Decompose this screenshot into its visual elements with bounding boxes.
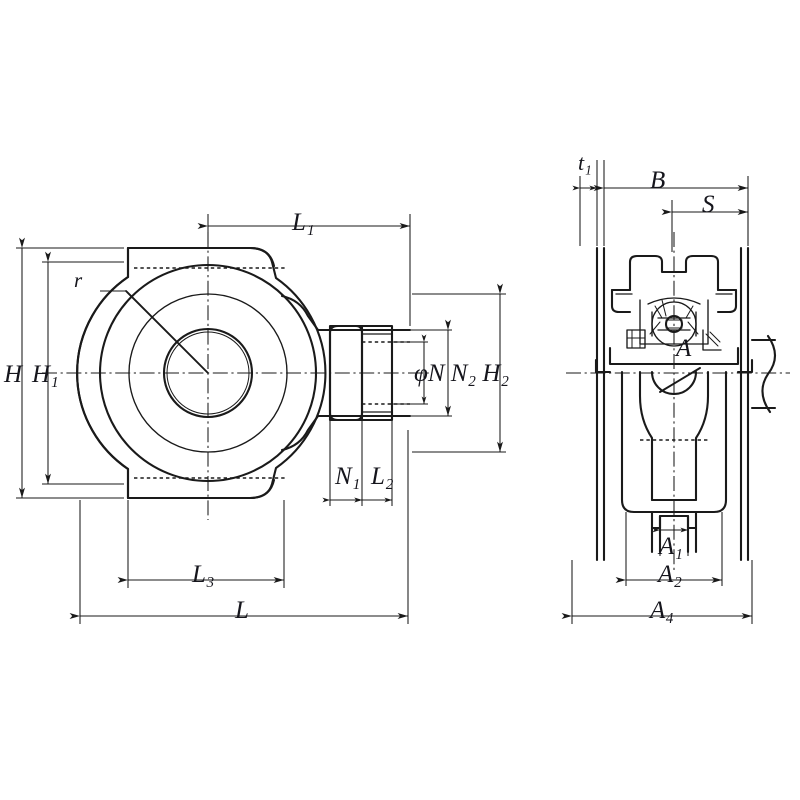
left-view-centerlines bbox=[42, 232, 430, 520]
dim-label-H: H bbox=[4, 361, 23, 388]
housing-flats bbox=[126, 246, 286, 500]
right-view-dimensions bbox=[561, 160, 753, 624]
right-view-centerlines bbox=[566, 232, 790, 570]
radius-leader bbox=[100, 290, 209, 374]
dim-label-A1: A₁ bbox=[659, 533, 683, 560]
dim-label-r: r bbox=[74, 268, 83, 292]
dim-label-L1: L₁ bbox=[292, 209, 315, 236]
left-view-dimensions bbox=[16, 214, 506, 624]
right-view-section bbox=[566, 232, 790, 570]
dim-label-A4: A₄ bbox=[650, 597, 674, 624]
set-screw-detail bbox=[626, 329, 722, 351]
dim-label-phiNN2H2: φN N₂ H₂ bbox=[414, 360, 510, 387]
dim-label-L: L bbox=[235, 597, 249, 624]
dim-label-S: S bbox=[702, 191, 715, 218]
housing-body bbox=[610, 254, 738, 314]
dim-label-L3: L₃ bbox=[192, 561, 215, 588]
dim-label-N1: N₁ bbox=[335, 463, 361, 490]
section-callout-leader bbox=[659, 367, 701, 393]
dim-label-H1: H₁ bbox=[32, 361, 59, 388]
dim-label-t1: t₁ bbox=[578, 150, 592, 175]
dim-label-A2: A₂ bbox=[658, 561, 682, 588]
dim-label-B: B bbox=[650, 167, 666, 194]
take-up-frame bbox=[595, 246, 750, 562]
left-view-front bbox=[42, 232, 430, 520]
shaft bbox=[750, 334, 777, 414]
dim-label-A: A bbox=[676, 335, 692, 362]
dim-label-L2: L₂ bbox=[371, 463, 394, 490]
